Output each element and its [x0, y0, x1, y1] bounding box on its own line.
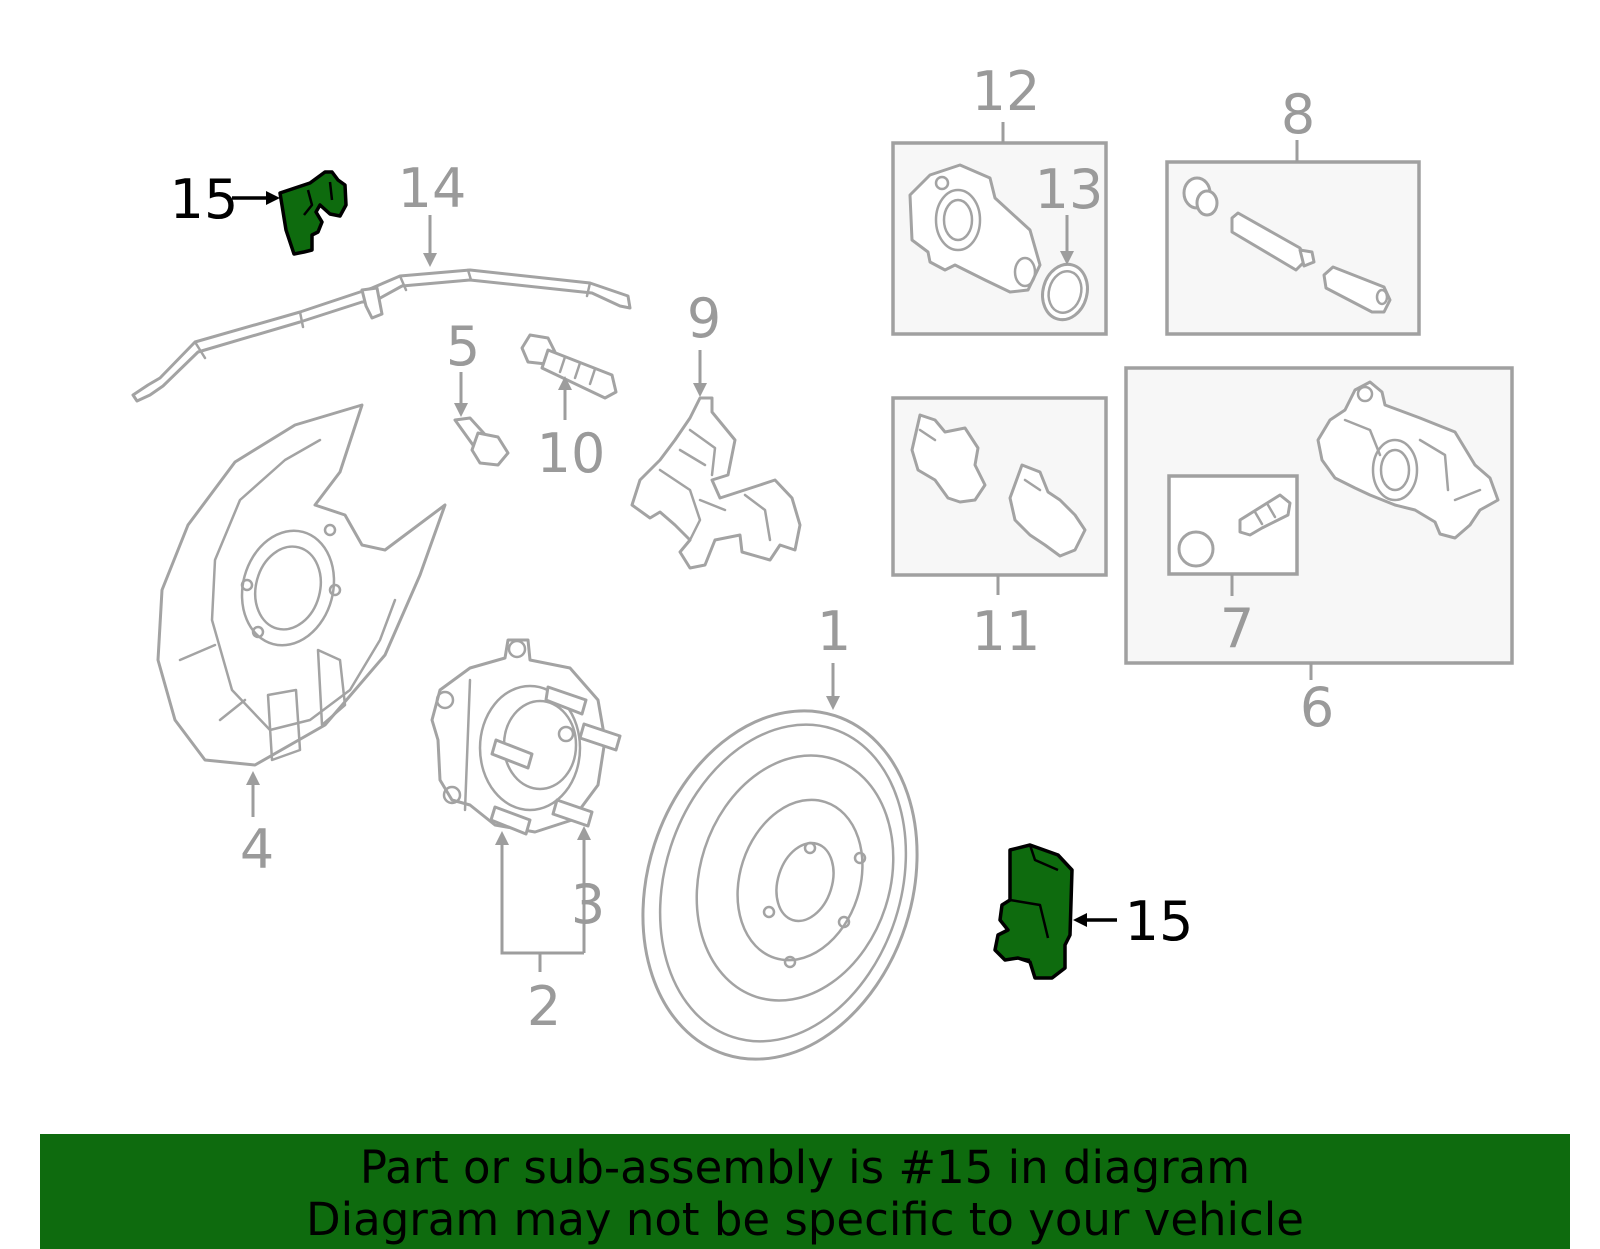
wheel-studs-part-3[interactable]	[489, 685, 622, 836]
banner-line-2: Diagram may not be specific to your vehi…	[306, 1193, 1304, 1246]
callout-13: 13	[1035, 158, 1104, 221]
callout-10: 10	[537, 422, 606, 485]
callout-4: 4	[240, 818, 274, 881]
guide-pin-kit-part-8[interactable]	[1182, 176, 1392, 314]
callout-8: 8	[1281, 83, 1315, 146]
callout-15-top: 15	[170, 168, 239, 231]
callout-7: 7	[1220, 597, 1254, 660]
callout-15-bottom: 15	[1125, 890, 1194, 953]
callout-9: 9	[687, 287, 721, 350]
caliper-bracket-part-9[interactable]	[630, 396, 802, 570]
bracket-part-15-bottom[interactable]	[993, 843, 1074, 980]
brake-rotor-part-1[interactable]	[599, 675, 960, 1095]
callout-1: 1	[817, 600, 851, 663]
callout-11: 11	[972, 600, 1041, 663]
callout-14: 14	[398, 157, 467, 220]
bolt-part-5[interactable]	[453, 416, 510, 467]
callout-6: 6	[1300, 676, 1334, 739]
caliper-piston-kit-part-7[interactable]	[1177, 493, 1292, 568]
bolt-part-10[interactable]	[520, 333, 618, 400]
callout-2: 2	[527, 975, 561, 1038]
brake-pads-part-11[interactable]	[910, 413, 1087, 558]
callout-3: 3	[571, 873, 605, 936]
callout-5: 5	[446, 315, 480, 378]
hub-bearing-part-2[interactable]	[430, 638, 607, 834]
actuator-motor-part-12[interactable]	[908, 163, 1042, 294]
dust-shield-part-4[interactable]	[156, 403, 447, 767]
callout-12: 12	[972, 60, 1041, 123]
brake-hose-part-14[interactable]	[131, 268, 632, 403]
caliper-assembly-part-6[interactable]	[1316, 380, 1500, 540]
banner-line-1: Part or sub-assembly is #15 in diagram	[359, 1141, 1251, 1194]
info-banner: Part or sub-assembly is #15 in diagram D…	[40, 1134, 1570, 1249]
o-ring-part-13[interactable]	[1037, 259, 1094, 324]
bracket-part-15-top[interactable]	[278, 170, 348, 256]
